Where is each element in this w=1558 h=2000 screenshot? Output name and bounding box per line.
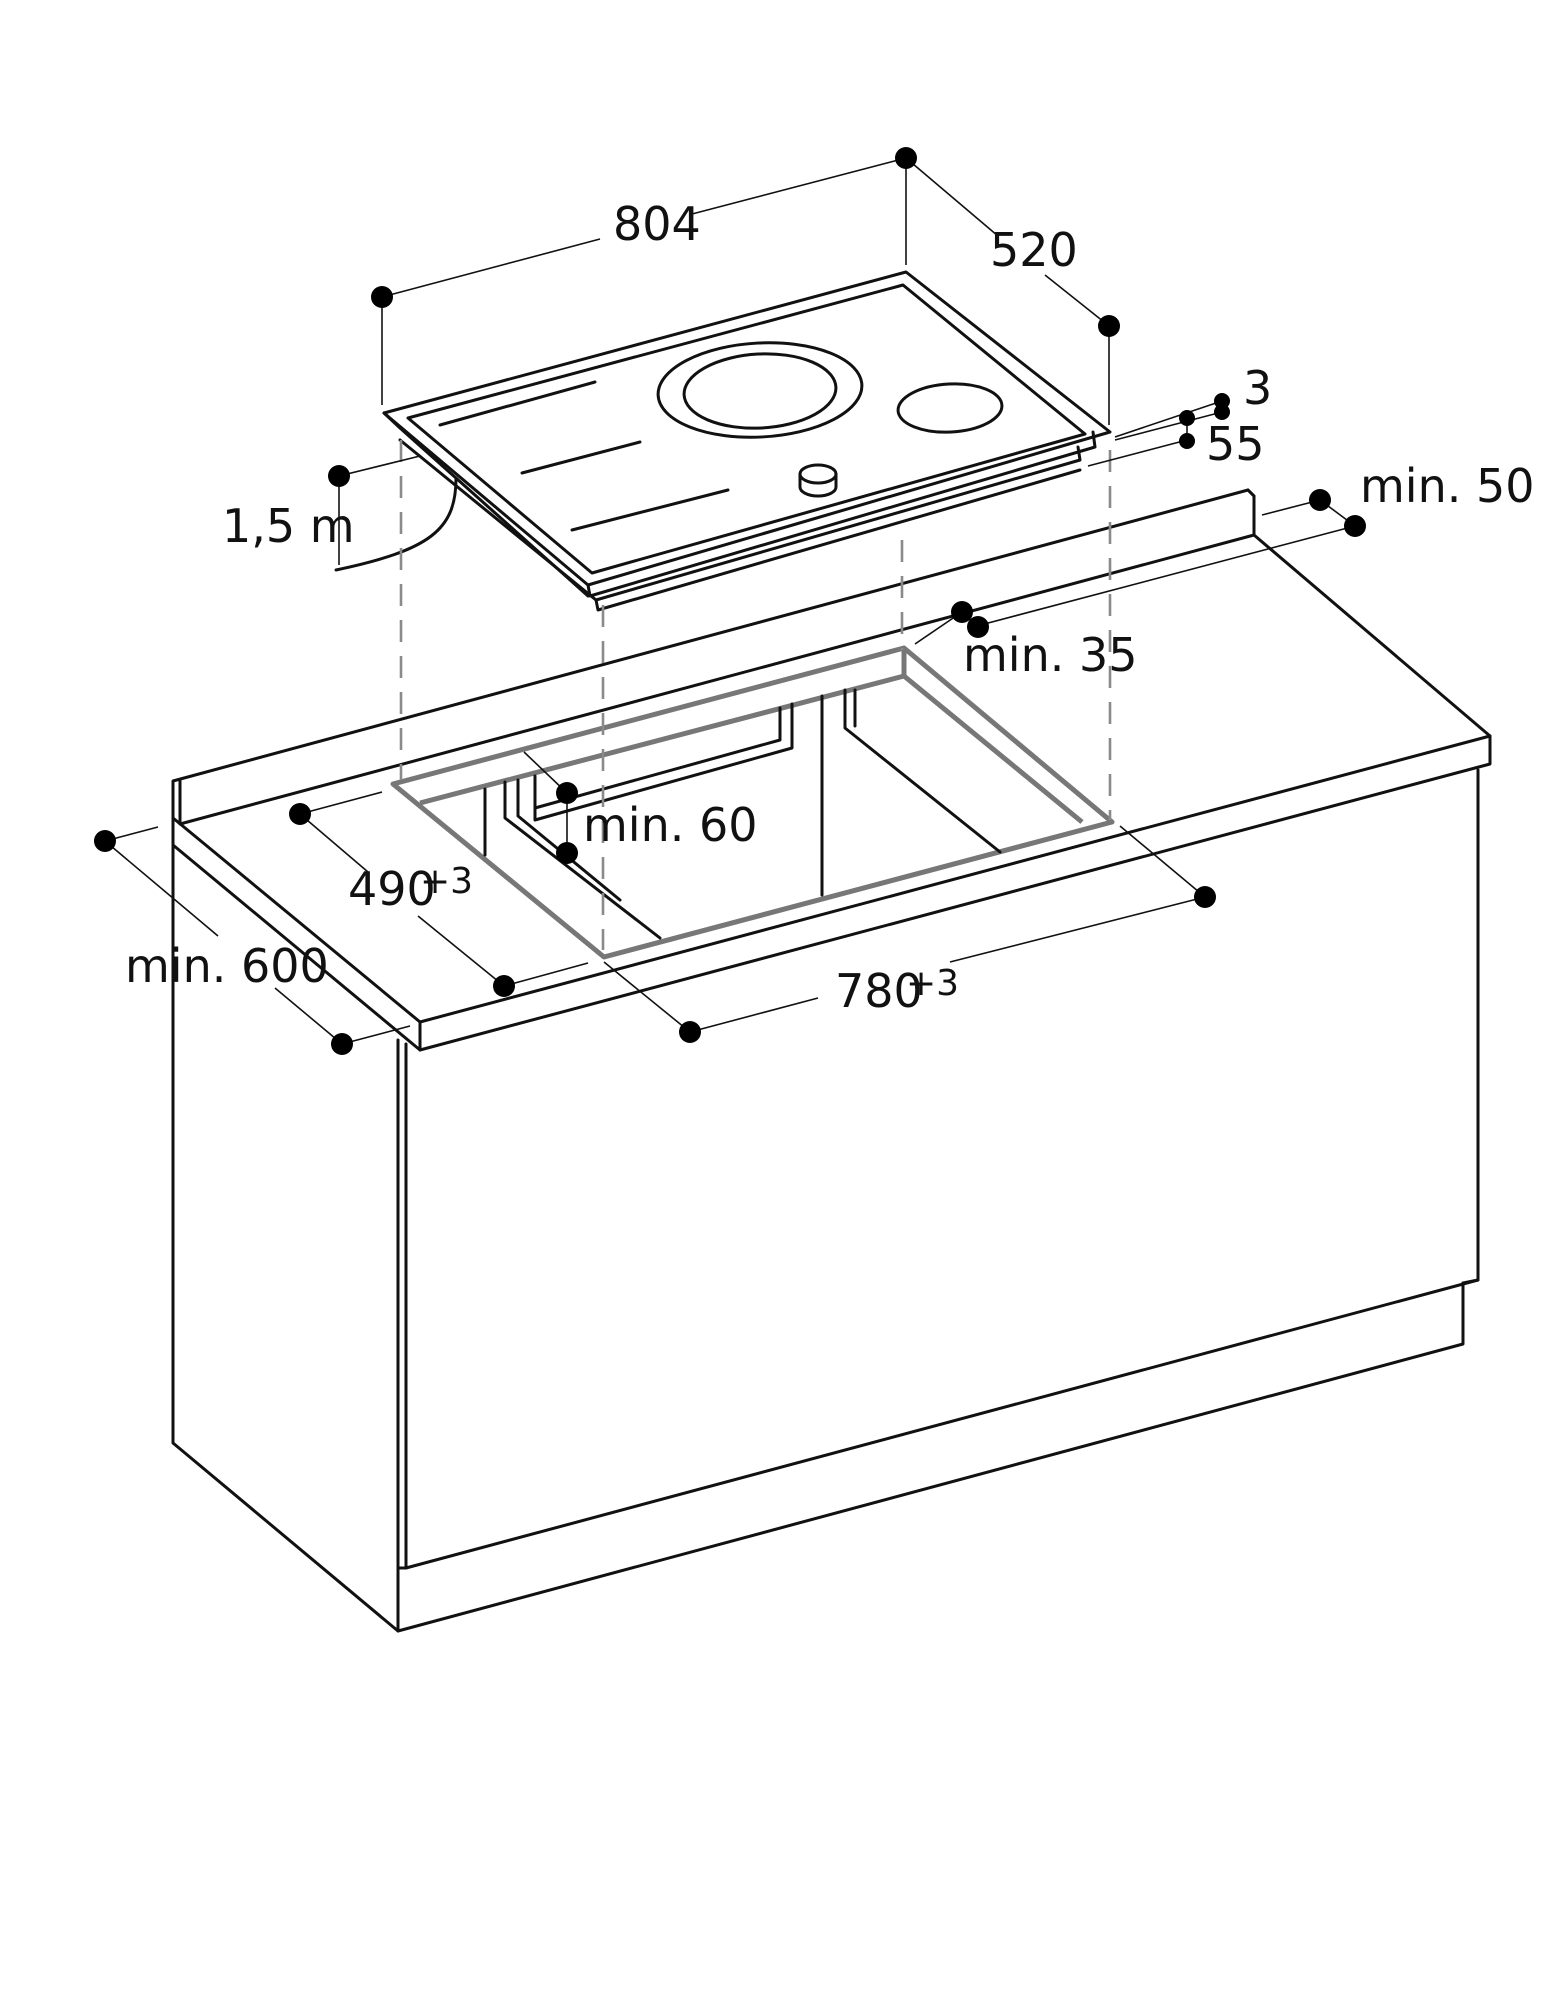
- label-installation-depth: 55: [1206, 417, 1265, 471]
- label-front-edge-gap: min. 35: [963, 628, 1138, 682]
- label-cable-length: 1,5 m: [222, 499, 355, 553]
- dimension-lines: [104, 157, 1356, 1045]
- cooktop: [382, 270, 1112, 612]
- projection-lines: [399, 440, 1112, 950]
- label-cutout-depth: 490: [348, 862, 436, 916]
- worktop-cutout: [390, 645, 1115, 960]
- power-cable: [334, 476, 458, 572]
- label-hob-width: 804: [613, 197, 701, 251]
- label-glass-thickness: 3: [1243, 361, 1272, 415]
- label-worktop-depth: min. 600: [125, 939, 329, 993]
- label-cutout-width: 780: [835, 964, 923, 1018]
- label-cutout-width-tolerance: +3: [906, 963, 959, 1004]
- label-rear-clearance: min. 50: [1360, 459, 1535, 513]
- dimension-dots: [94, 147, 1366, 1055]
- kitchen-cabinet: [171, 488, 1492, 1633]
- label-partition-gap: min. 60: [583, 798, 758, 852]
- dimension-labels: 804 520 3 55 1,5 m min. 50 min. 35 min. …: [125, 197, 1535, 1018]
- label-hob-depth: 520: [990, 223, 1078, 277]
- label-cutout-depth-tolerance: +3: [420, 861, 473, 902]
